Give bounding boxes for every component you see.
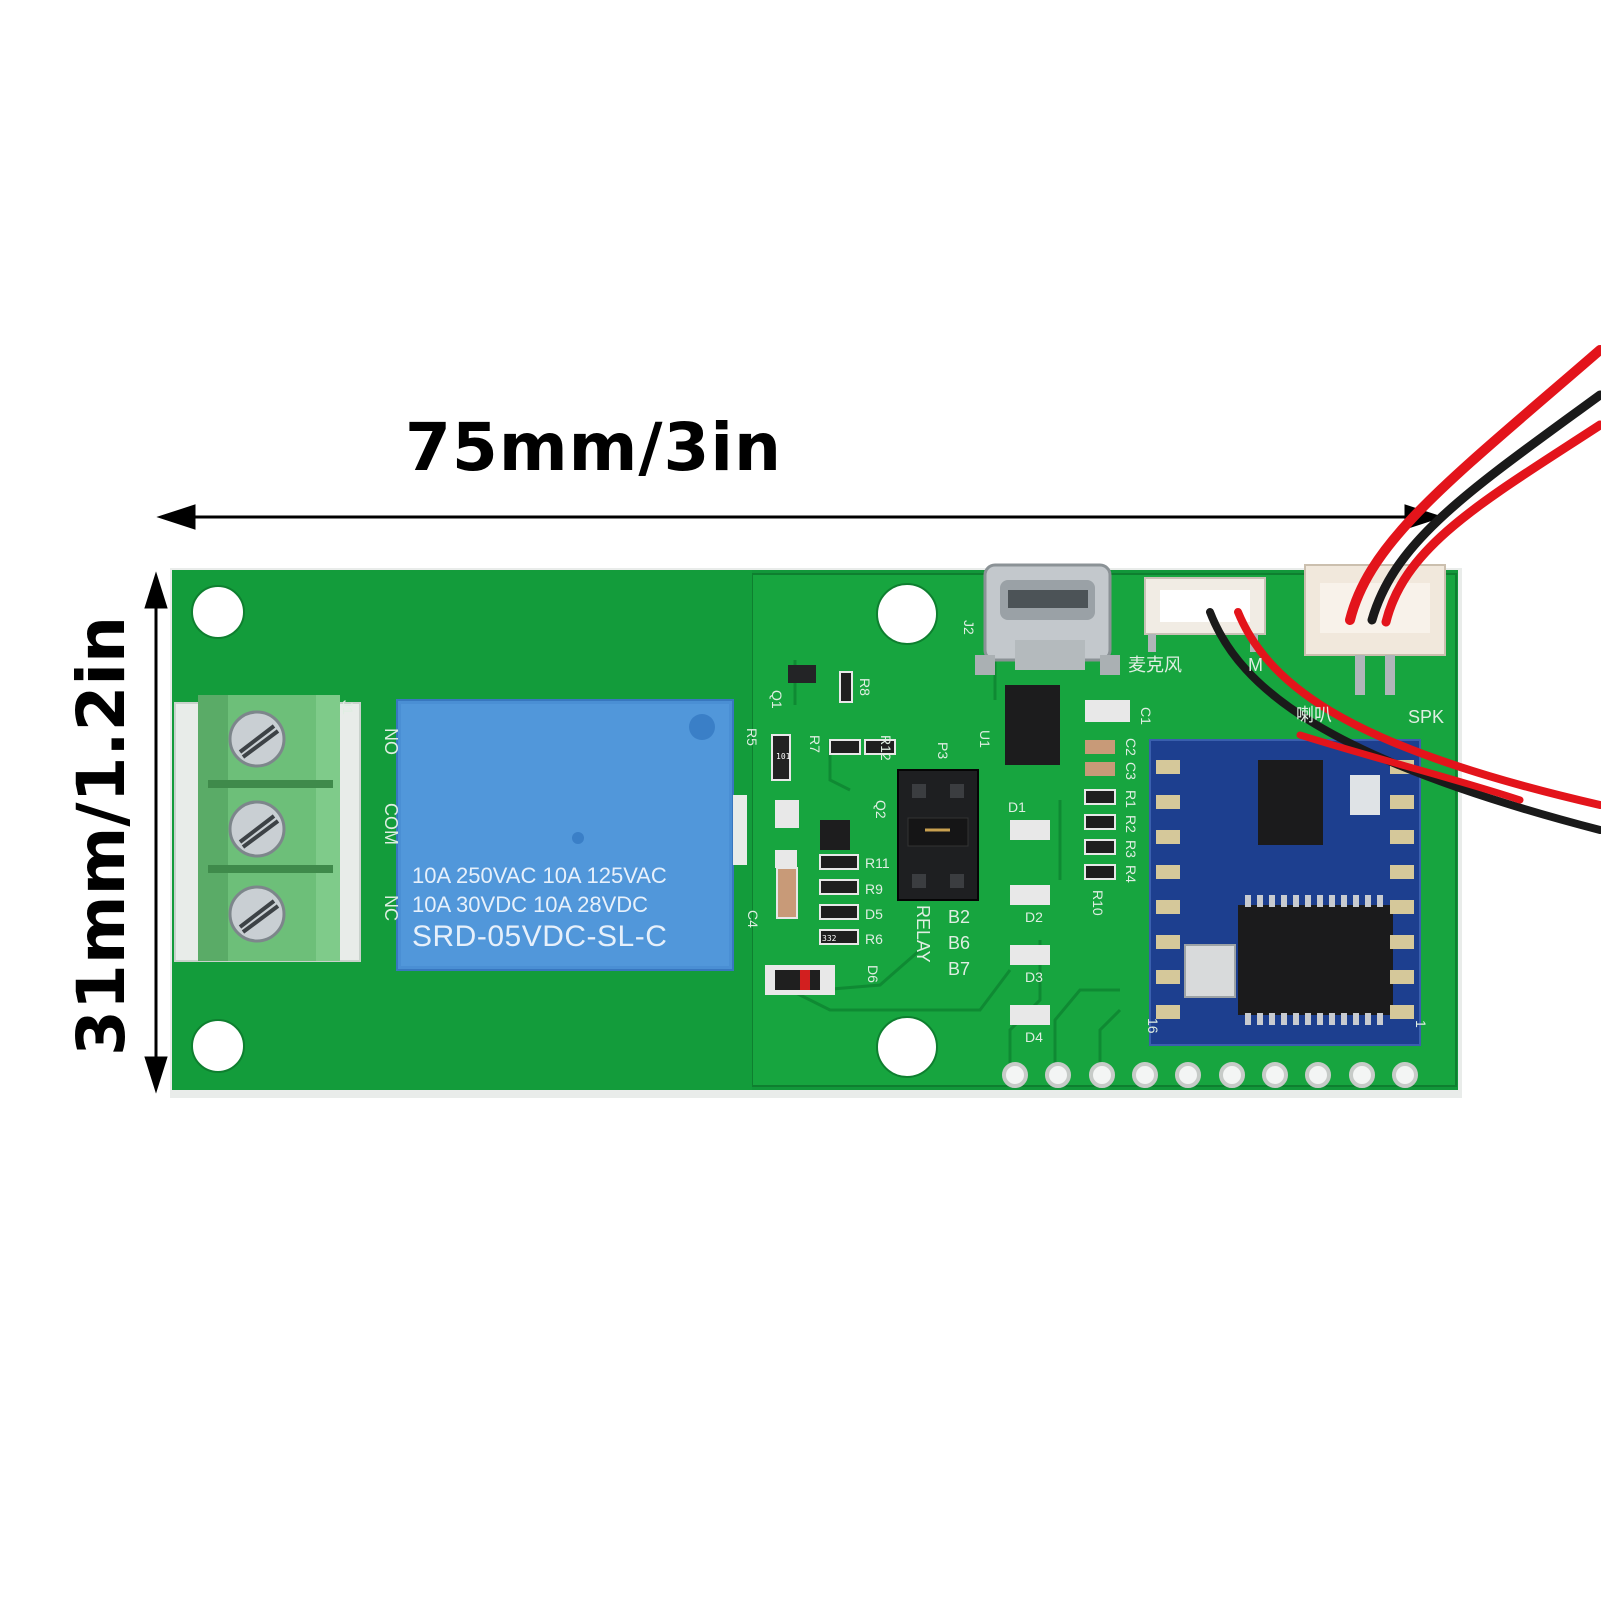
silk-q2: Q2 [873,800,889,819]
relay-rating-line1: 10A 250VAC 10A 125VAC [412,863,667,888]
silk-spk: SPK [1408,707,1445,727]
terminal-label-nc: NC [381,895,401,921]
silk-d3: D3 [1025,969,1043,985]
chip-marking-101: 101 [776,752,791,761]
silk-r12: R12 [878,735,894,761]
silk-q1: Q1 [769,690,785,709]
relay-component [396,699,747,971]
silk-r6: R6 [865,931,883,947]
silk-r4: R4 [1123,865,1139,883]
voice-module [1149,739,1421,1046]
screw-com [228,800,286,858]
silk-pin16: 16 [1145,1018,1161,1034]
speaker-wires [1345,345,1601,627]
terminal-designator: J1 [340,700,356,715]
bottom-pin-holes [1002,1062,1418,1088]
screw-terminal-block [174,695,361,962]
silk-r8: R8 [857,678,873,696]
silk-d1: D1 [1008,799,1026,815]
silk-c2: C2 [1123,738,1139,756]
mic-wires [1206,608,1601,834]
silk-mic-m: M [1248,655,1263,675]
silk-c4: C4 [745,910,761,928]
screw-nc [228,885,286,943]
relay-model: SRD-05VDC-SL-C [412,920,668,953]
silk-speaker-cn: 喇叭 [1296,705,1332,725]
silk-mic-cn: 麦克风 [1128,655,1182,675]
silk-r9: R9 [865,881,883,897]
terminal-label-com: COM [381,803,401,845]
silk-d4: D4 [1025,1029,1043,1045]
silk-r3: R3 [1123,840,1139,858]
silk-r2: R2 [1123,815,1139,833]
silk-c3: C3 [1123,762,1139,780]
silk-r5: R5 [744,728,760,746]
silk-u1: U1 [977,730,993,748]
silk-d6: D6 [865,965,881,983]
screw-no [228,710,286,768]
smd-components [765,665,1130,1025]
jumper-header [897,769,979,901]
silk-b2: B2 [948,907,971,927]
silk-r1: R1 [1123,790,1139,808]
silk-j2: J2 [961,620,977,635]
terminal-label-no: NO [381,728,401,755]
silk-pin1: 1 [1413,1020,1429,1028]
chip-marking-332: 332 [822,934,837,943]
silk-d2: D2 [1025,909,1043,925]
mounting-holes [191,583,938,1078]
relay-rating-line2: 10A 30VDC 10A 28VDC [412,892,649,917]
silk-b6: B6 [948,933,971,953]
height-dimension-arrow [144,571,168,1094]
silk-r11: R11 [865,855,890,871]
silk-p3: P3 [935,742,951,760]
silk-d5: D5 [865,906,883,922]
width-dimension-label: 75mm/3in [405,409,783,486]
silk-c1: C1 [1138,707,1154,725]
silk-r10: R10 [1090,890,1106,916]
silk-b7: B7 [948,959,971,979]
silk-relay-header: RELAY [913,905,933,963]
silk-r7: R7 [807,735,823,753]
micro-usb-port [975,563,1120,675]
width-dimension-arrow [156,504,1444,530]
